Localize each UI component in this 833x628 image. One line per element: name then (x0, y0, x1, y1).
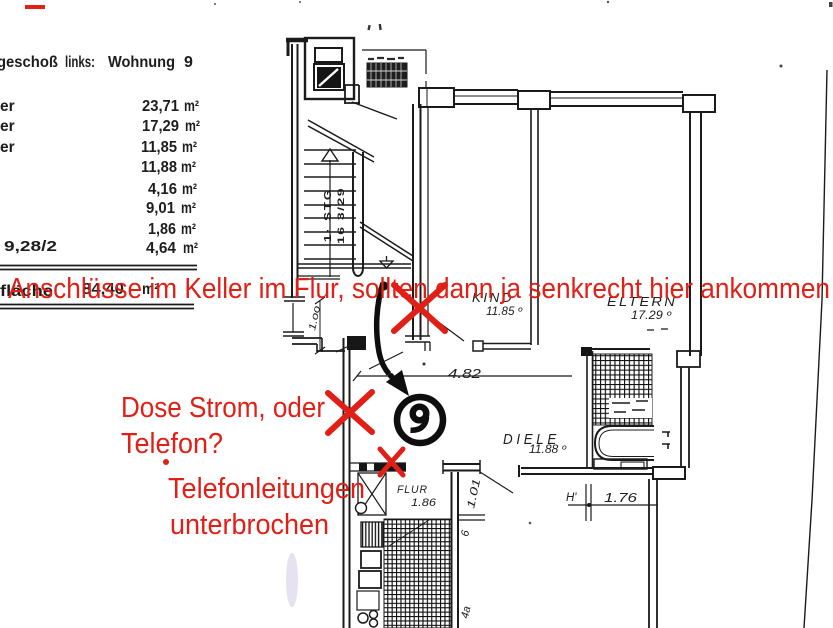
svg-text:Telefon?: Telefon? (121, 428, 223, 460)
svg-text:17.29 º: 17.29 º (631, 310, 672, 322)
svg-text:6: 6 (459, 528, 472, 537)
svg-text:11.85 º: 11.85 º (486, 306, 523, 318)
svg-text:11.88 º: 11.88 º (529, 444, 567, 456)
svg-text:1· STG: 1· STG (323, 188, 334, 242)
svg-text:9,28/2: 9,28/2 (4, 238, 57, 255)
svg-text:KIND: KIND (472, 290, 514, 305)
svg-text:H': H' (566, 492, 577, 504)
svg-text:1.86: 1.86 (411, 497, 437, 509)
svg-text:Anschlüsse im Keller im Flur,: Anschlüsse im Keller im Flur, sollten da… (8, 273, 830, 305)
svg-text:1.oo: 1.oo (307, 304, 323, 331)
svg-text:1.01: 1.01 (465, 478, 483, 510)
svg-text:1.76: 1.76 (604, 491, 637, 505)
svg-text:DIELE: DIELE (503, 432, 560, 448)
svg-text:er: er (0, 98, 15, 115)
svg-text:Dose Strom, oder: Dose Strom, oder (121, 392, 325, 424)
svg-text:er: er (0, 139, 15, 156)
svg-text:unterbrochen: unterbrochen (170, 509, 329, 541)
svg-text:4.82: 4.82 (448, 366, 482, 381)
svg-text:ELTERN: ELTERN (607, 295, 677, 309)
svg-text:Telefonleitungen: Telefonleitungen (168, 473, 365, 505)
svg-text:16 3/29: 16 3/29 (336, 187, 347, 244)
svg-text:FLUR: FLUR (397, 484, 428, 496)
svg-text:er: er (0, 118, 15, 135)
svg-text:fläche: fläche (0, 283, 53, 300)
svg-text:4a: 4a (459, 605, 473, 619)
